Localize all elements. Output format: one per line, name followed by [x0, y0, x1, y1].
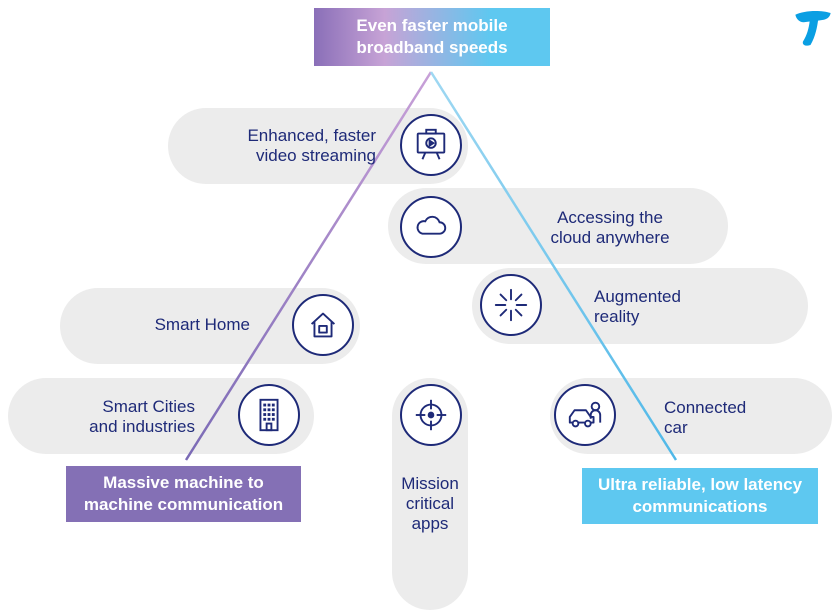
label-connected-car: Connected car: [664, 398, 747, 437]
label-augmented-reality: Augmented reality: [594, 287, 681, 326]
left-box-machine-communication: Massive machine to machine communication: [66, 466, 301, 522]
video-screen-icon: [416, 128, 446, 160]
telstra-t-logo: [795, 10, 831, 46]
right-box-low-latency: Ultra reliable, low latency communicatio…: [582, 468, 818, 524]
car-icon-circle: [554, 384, 616, 446]
ar-icon-circle: [480, 274, 542, 336]
label-cloud: Accessing the cloud anywhere: [550, 208, 670, 247]
top-box-mobile-broadband: Even faster mobile broadband speeds: [314, 8, 550, 66]
label-smart-home: Smart Home: [154, 315, 250, 334]
label-mission-critical: Mission critical apps: [401, 474, 459, 533]
cities-icon-circle: [238, 384, 300, 446]
cloud-icon: [416, 215, 447, 235]
video-icon-circle: [400, 114, 462, 176]
home-icon-circle: [292, 294, 354, 356]
label-video-streaming: Enhanced, faster video streaming: [247, 126, 376, 165]
car-person-icon: [568, 401, 602, 428]
cloud-icon-circle: [400, 196, 462, 258]
crosshair-icon: [415, 399, 447, 431]
label-smart-cities: Smart Cities and industries: [89, 397, 195, 436]
mission-icon-circle: [400, 384, 462, 446]
house-icon: [310, 312, 336, 338]
starburst-icon: [494, 288, 528, 322]
building-icon: [259, 398, 279, 432]
